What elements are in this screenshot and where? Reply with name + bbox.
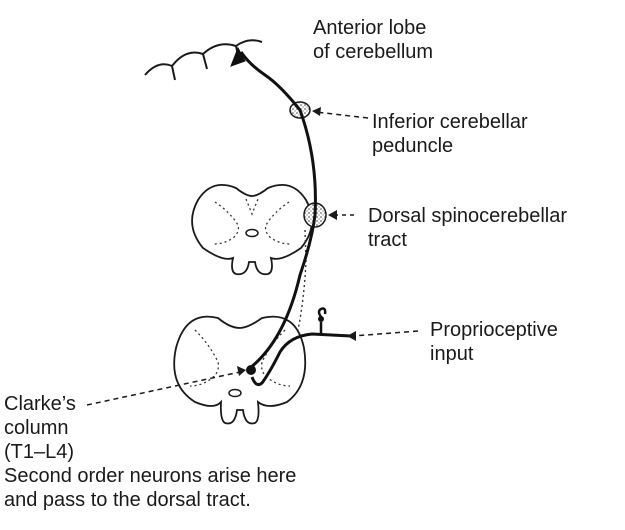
anterior-lobe-label: Anterior lobe of cerebellum — [313, 16, 433, 64]
dorsal-tract-label: Dorsal spinocerebellar tract — [368, 204, 567, 252]
caption: Second order neurons arise here and pass… — [4, 464, 296, 512]
axon-arrowhead — [231, 48, 245, 66]
inferior-peduncle-label: Inferior cerebellar peduncle — [372, 110, 528, 158]
leader-lines — [87, 107, 418, 405]
clarkes-column-label: Clarke’s column (T1–L4) — [4, 392, 76, 464]
upper-spinal-cord-section — [192, 185, 312, 274]
ganglion-cell-body — [318, 316, 324, 322]
clarkes-column-neuron — [246, 365, 256, 375]
proprioceptive-label: Proprioceptive input — [430, 318, 558, 366]
